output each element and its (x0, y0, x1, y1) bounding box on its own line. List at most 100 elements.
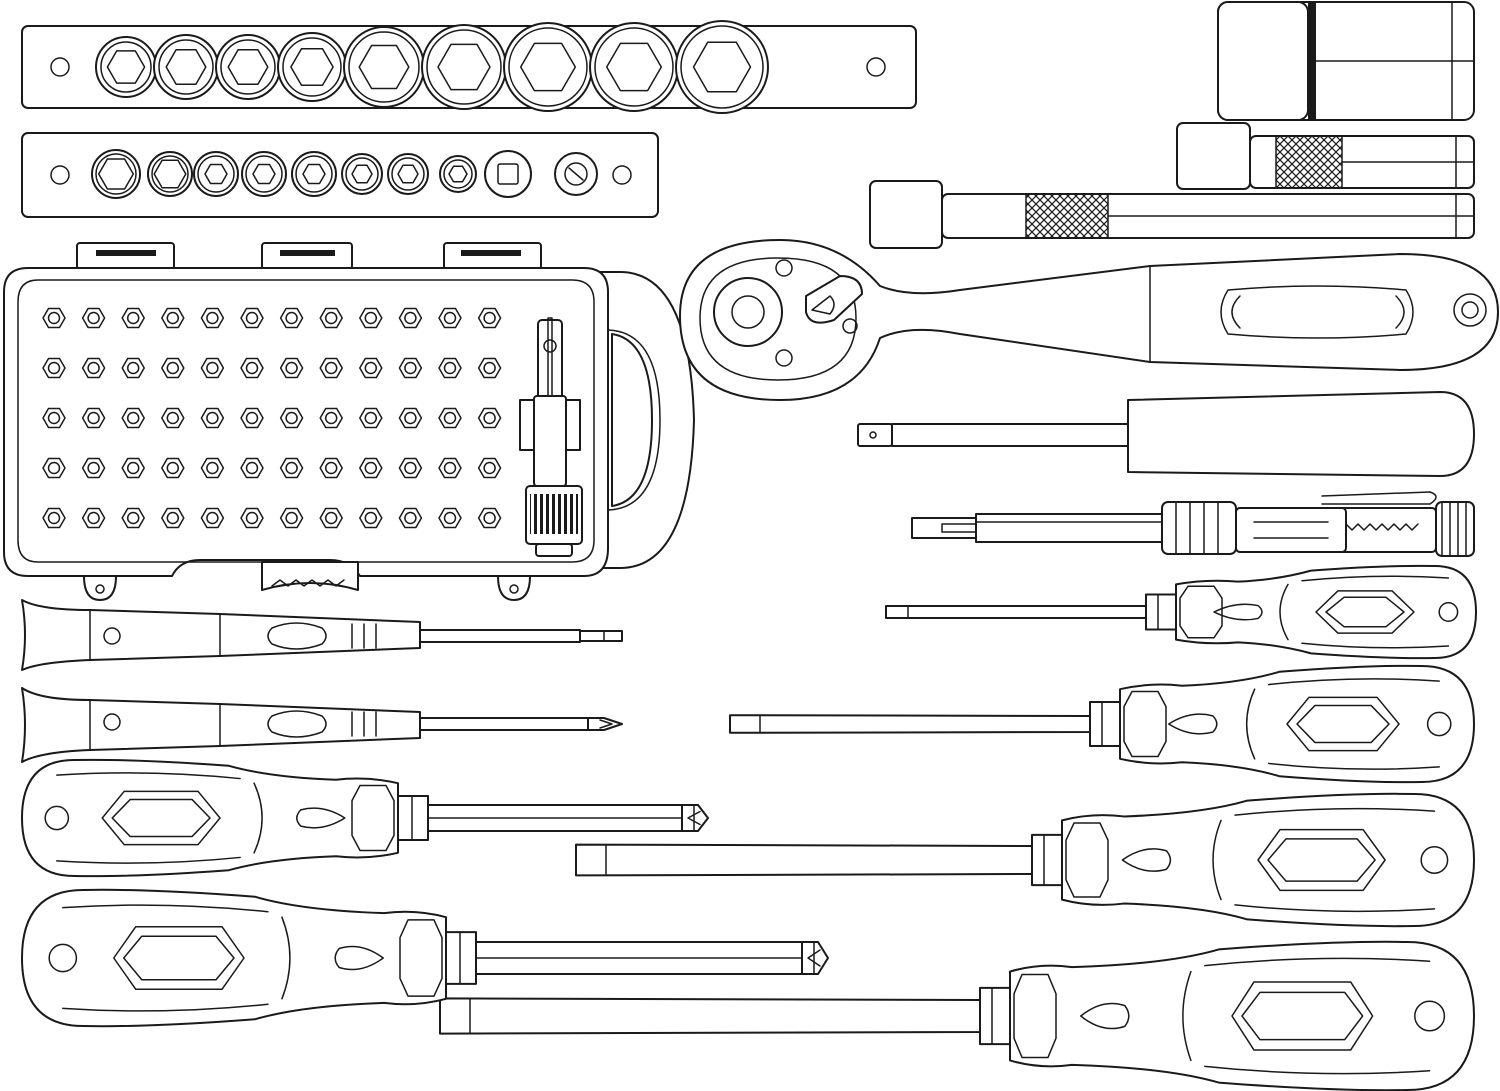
case-bit (240, 307, 264, 329)
case-bit (398, 457, 423, 479)
precision-screwdriver-slotted (21, 599, 623, 671)
socket-large (343, 26, 425, 108)
case-bit (438, 507, 462, 529)
case-bit (398, 407, 423, 429)
small-sockets (91, 149, 477, 199)
case-bit (438, 407, 462, 429)
precision-screwdriver-phillips (21, 687, 623, 763)
ratchet-wrench (679, 239, 1499, 401)
case-bit (279, 407, 304, 429)
case-bit (359, 507, 383, 529)
case-bit (42, 357, 66, 379)
case-bit (200, 307, 225, 329)
slotted-screwdriver-xlarge (439, 940, 1475, 1091)
case-bit (279, 307, 304, 329)
case-bit (398, 507, 423, 529)
case-bit (438, 457, 462, 479)
case-bit (161, 507, 185, 529)
case-bit (477, 457, 502, 479)
socket-large (421, 24, 507, 110)
socket-small (241, 151, 287, 197)
case-bit (359, 457, 383, 479)
rail-mount-hole (50, 57, 70, 77)
case-bits-grid (42, 307, 502, 529)
case-bit (398, 307, 423, 329)
socket-large (589, 22, 679, 112)
case-bit (121, 357, 145, 379)
socket-large (95, 36, 157, 98)
socket-small (147, 151, 193, 197)
case-bit (319, 357, 343, 379)
rail-mount-hole (866, 57, 886, 77)
case-bit (200, 357, 225, 379)
socket-small (291, 151, 337, 197)
phillips-screwdriver-medium (21, 758, 709, 878)
case-bit (319, 307, 343, 329)
slotted-screwdriver-medium (729, 664, 1475, 784)
case-bit (319, 507, 343, 529)
case-bit (121, 507, 145, 529)
case-hinge (76, 242, 542, 270)
case-body (3, 267, 609, 577)
case-bit (398, 357, 423, 379)
socket-large (277, 32, 347, 102)
case-bit (161, 307, 185, 329)
screwdrivers (21, 564, 1477, 1091)
socket-large (215, 34, 281, 100)
case-bit (477, 507, 502, 529)
case-bit (438, 307, 462, 329)
spinner-handle (857, 391, 1475, 477)
extension-bar-short (1176, 122, 1475, 190)
case-bit (279, 457, 304, 479)
case-bit (359, 357, 383, 379)
case-bit (42, 307, 66, 329)
bit-case (3, 242, 695, 601)
case-bit (200, 407, 225, 429)
rail-mount-hole (50, 165, 70, 185)
socket-small (439, 155, 477, 193)
case-bit (81, 357, 106, 379)
case-bit (438, 357, 462, 379)
socket-large (503, 22, 593, 112)
case-bit (161, 457, 185, 479)
socket-small (387, 153, 429, 195)
case-bit (121, 407, 145, 429)
case-bit (42, 507, 66, 529)
case-bit (279, 507, 304, 529)
slotted-screwdriver-large (575, 792, 1475, 928)
socket-rail-small (21, 132, 659, 218)
case-bit (200, 507, 225, 529)
case-bit (279, 357, 304, 379)
socket-adapter (1217, 1, 1475, 121)
socket-rail-large (21, 20, 917, 114)
phillips-screwdriver-large (21, 888, 829, 1028)
socket-large (675, 20, 769, 114)
case-bit (240, 357, 264, 379)
case-bit (319, 457, 343, 479)
case-bit (42, 407, 66, 429)
square-drive-adapter (484, 150, 532, 198)
case-bit (42, 457, 66, 479)
case-bit (121, 457, 145, 479)
case-bit (477, 357, 502, 379)
case-bit (477, 407, 502, 429)
case-bit (81, 407, 106, 429)
case-bit (240, 507, 264, 529)
case-bit (359, 407, 383, 429)
case-bit (240, 407, 264, 429)
extension-bar-long (869, 180, 1475, 249)
large-sockets (95, 20, 769, 114)
spark-plug-socket (554, 152, 598, 196)
case-bit (161, 357, 185, 379)
case-bit (81, 307, 106, 329)
case-bit (81, 457, 106, 479)
socket-small (91, 149, 141, 199)
case-bit (359, 307, 383, 329)
voltage-tester (911, 491, 1475, 557)
rail-mount-hole (612, 165, 632, 185)
case-bit (240, 457, 264, 479)
case-bit (81, 507, 106, 529)
socket-small (341, 153, 383, 195)
case-bit (121, 307, 145, 329)
